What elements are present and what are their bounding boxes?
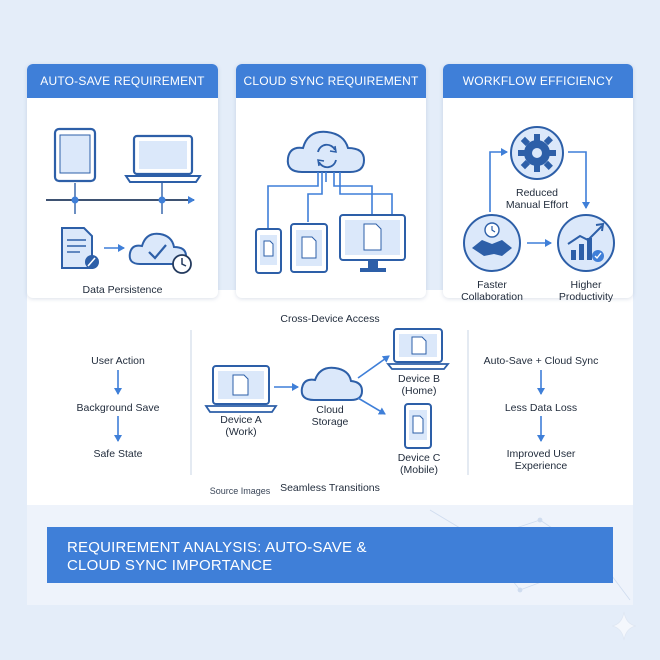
section-dividers [190, 330, 469, 475]
faster-collaboration-label: Faster Collaboration [447, 279, 537, 303]
cloud-storage-icon [300, 366, 364, 401]
flow-less-data-loss: Less Data Loss [504, 402, 578, 414]
source-images-label: Source Images [209, 486, 271, 496]
device-c-phone-icon [404, 403, 432, 449]
device-a-line-2: (Work) [225, 426, 257, 438]
device-c-line-1: Device C [397, 452, 441, 464]
device-c-line-2: (Mobile) [400, 464, 438, 476]
device-b-label: Device B (Home) [379, 373, 459, 397]
gear-icon [510, 126, 564, 180]
device-a-laptop-icon [204, 365, 278, 413]
data-persistence-caption: Data Persistence [82, 284, 163, 296]
document-edit-icon [61, 227, 99, 269]
workflow-arrows [489, 148, 590, 247]
footer-banner: REQUIREMENT ANALYSIS: AUTO-SAVE & CLOUD … [47, 527, 613, 583]
device-a-label: Device A (Work) [201, 414, 281, 438]
flow-safe-state: Safe State [93, 448, 143, 460]
reduced-line-2: Manual Effort [505, 199, 569, 211]
growth-chart-icon [557, 214, 615, 272]
higher-line-1: Higher [570, 279, 602, 291]
card-title-workflow: WORKFLOW EFFICIENCY [443, 64, 633, 98]
device-c-label: Device C (Mobile) [379, 452, 459, 476]
improved-line-2: Experience [514, 460, 568, 472]
reduced-line-1: Reduced [515, 187, 559, 199]
flow-improved-experience: Improved User Experience [476, 448, 606, 472]
card-title-auto-save: AUTO-SAVE REQUIREMENT [27, 64, 218, 98]
footer-line-1: REQUIREMENT ANALYSIS: AUTO-SAVE & [67, 539, 367, 556]
footer-line-2: CLOUD SYNC IMPORTANCE [67, 557, 273, 574]
cloud-sync-icon [286, 130, 366, 173]
flow-auto-save-cloud-sync: Auto-Save + Cloud Sync [483, 355, 599, 367]
cross-device-title: Cross-Device Access [280, 313, 380, 325]
device-b-line-2: (Home) [401, 385, 437, 397]
sparkle-icon [611, 611, 637, 641]
flow-background-save: Background Save [76, 402, 160, 414]
card-title-cloud-sync: CLOUD SYNC REQUIREMENT [236, 64, 426, 98]
reduced-effort-label: Reduced Manual Effort [492, 187, 582, 211]
device-b-line-1: Device B [397, 373, 440, 385]
device-b-laptop-icon [386, 328, 450, 370]
faster-line-1: Faster [477, 279, 507, 291]
cloud-storage-label: Cloud Storage [290, 404, 370, 428]
phone-icon [255, 228, 282, 274]
device-a-line-1: Device A [220, 414, 262, 426]
cloud-line-1: Cloud [316, 404, 344, 416]
tablet-sync-icon [290, 223, 328, 273]
seamless-transitions-label: Seamless Transitions [280, 482, 380, 494]
tablet-icon [53, 127, 97, 183]
monitor-icon [339, 214, 406, 272]
handshake-icon [463, 214, 521, 272]
cloud-to-devices-arrows [357, 355, 390, 415]
cloud-line-2: Storage [311, 416, 349, 428]
improved-line-1: Improved User [506, 448, 576, 460]
flow-user-action: User Action [91, 355, 145, 367]
laptop-icon [124, 134, 202, 183]
sync-connector-lines [267, 172, 393, 228]
timeline-icon [46, 183, 195, 214]
higher-line-2: Productivity [558, 291, 614, 303]
clock-icon [172, 254, 192, 274]
higher-productivity-label: Higher Productivity [541, 279, 631, 303]
faster-line-2: Collaboration [461, 291, 523, 303]
